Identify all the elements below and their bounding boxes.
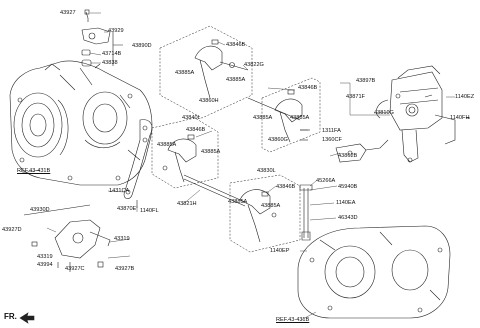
label-43994: 43994 xyxy=(37,262,53,268)
label-43885A-d: 43885A xyxy=(157,142,177,148)
label-43885A-g: 43885A xyxy=(261,203,281,209)
label-43885A-a: 43885A xyxy=(175,70,195,76)
label-43319-b: 43319 xyxy=(37,254,53,260)
fork-group-43860H xyxy=(159,25,253,119)
front-direction-arrow xyxy=(19,312,35,324)
label-43885A-c2: 43885A xyxy=(290,115,310,121)
bolts xyxy=(136,94,470,208)
label-43840L: 43840L xyxy=(182,115,201,121)
label-46343D: 46343D xyxy=(338,215,358,221)
leader-lines xyxy=(21,12,470,321)
label-43885A-f: 43885A xyxy=(228,199,248,205)
ref-43-431B-left[interactable]: REF.43-431B xyxy=(17,168,51,174)
ref-43-431B-bottom[interactable]: REF.43-431B xyxy=(276,317,310,323)
label-43822G: 43822G xyxy=(244,62,264,68)
gear-actuator-assembly xyxy=(376,65,456,163)
label-43319-a: 43319 xyxy=(114,236,130,242)
label-43714B: 43714B xyxy=(102,51,122,57)
label-43927C: 43927C xyxy=(65,266,85,272)
label-43846B-a: 43846B xyxy=(226,42,246,48)
label-43929: 43929 xyxy=(108,28,124,34)
bracket-43862B xyxy=(335,139,389,163)
fork-group-43860G xyxy=(247,77,321,153)
label-43846B-b: 43846B xyxy=(298,85,318,91)
label-43897B: 43897B xyxy=(356,78,376,84)
front-direction-label: FR. xyxy=(4,312,17,321)
bracket-assembly-top-left xyxy=(81,9,123,67)
transaxle-case-left xyxy=(9,60,153,186)
bracket-assembly-bottom-left xyxy=(23,204,111,272)
label-43860H: 43860H xyxy=(199,98,219,104)
label-43890D: 43890D xyxy=(132,43,152,49)
label-43885A-b: 43885A xyxy=(226,77,246,83)
label-43830L: 43830L xyxy=(257,168,276,174)
label-43885A-c: 43885A xyxy=(253,115,273,121)
label-1140EA: 1140EA xyxy=(336,200,356,206)
label-43846B-c: 43846B xyxy=(186,127,206,133)
label-1311FA: 1311FA xyxy=(322,128,341,134)
label-1140FL: 1140FL xyxy=(140,208,159,214)
label-1140FH: 1140FH xyxy=(450,115,470,121)
transaxle-case-bottom xyxy=(297,225,451,319)
label-1360CF: 1360CF xyxy=(322,137,342,143)
label-43927D: 43927D xyxy=(2,227,22,233)
label-45266A: 45266A xyxy=(316,178,336,184)
fork-group-43830L xyxy=(229,174,301,253)
fork-group-43840L xyxy=(151,117,219,189)
label-43885A-e: 43885A xyxy=(201,149,221,155)
label-43871F: 43871F xyxy=(346,94,365,100)
select-rod xyxy=(299,184,313,241)
label-43862B: 43862B xyxy=(338,153,358,159)
label-43810G: 43810G xyxy=(374,110,394,116)
label-1431CA: 1431CA xyxy=(109,188,130,194)
label-43860G: 43860G xyxy=(268,137,288,143)
label-43846B-d: 43846B xyxy=(276,184,296,190)
shift-lever-43870E xyxy=(123,119,153,199)
label-45940B: 45940B xyxy=(338,184,358,190)
label-43870E: 43870E xyxy=(117,206,137,212)
label-43930D: 43930D xyxy=(30,207,50,213)
label-1140EZ: 1140EZ xyxy=(455,94,475,100)
label-1140EP: 1140EP xyxy=(270,248,290,254)
label-43821H: 43821H xyxy=(177,201,197,207)
label-43927-top: 43927 xyxy=(60,10,76,16)
label-43838: 43838 xyxy=(102,60,118,66)
label-43927B: 43927B xyxy=(115,266,135,272)
